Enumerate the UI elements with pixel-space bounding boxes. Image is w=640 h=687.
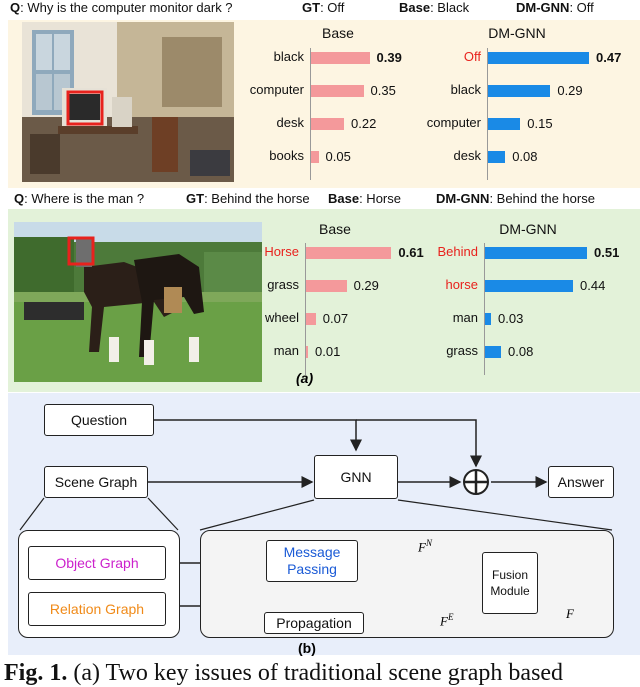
chart-2-title: DM-GNN bbox=[488, 25, 546, 41]
chart-3-value-label: 0.07 bbox=[322, 311, 349, 326]
chart-1-bar bbox=[311, 52, 370, 64]
chart-1-value-label: 0.22 bbox=[351, 116, 377, 131]
chart-2-bar bbox=[488, 118, 521, 130]
chart-3-bar bbox=[306, 280, 347, 292]
chart-3-category-label: Horse bbox=[264, 244, 299, 259]
chart-3-value-label: 0.61 bbox=[398, 245, 424, 260]
chart-3-bar bbox=[306, 346, 308, 358]
fn-label: FN bbox=[418, 538, 432, 555]
chart-3-category-label: grass bbox=[267, 277, 299, 292]
chart-3-title: Base bbox=[319, 221, 351, 237]
chart-3-value-label: 0.29 bbox=[353, 278, 379, 293]
chart-4-title: DM-GNN bbox=[499, 221, 557, 237]
panel-2-question-line: Q: Where is the man ? bbox=[14, 191, 145, 206]
chart-2-category-label: desk bbox=[453, 148, 481, 163]
fusion-module-box: Fusion Module bbox=[482, 552, 538, 614]
fusion-line-2: Module bbox=[490, 584, 530, 598]
chart-4-category-label: grass bbox=[446, 343, 478, 358]
chart-1-bar bbox=[311, 118, 344, 130]
room-photo bbox=[22, 22, 234, 182]
chart-1-category-label: black bbox=[273, 49, 304, 64]
panel-1-question-line: Q: Why is the computer monitor dark ? bbox=[10, 0, 233, 15]
chart-2-axis bbox=[487, 48, 488, 180]
chart-2-bar bbox=[488, 52, 590, 64]
relation-graph-box: Relation Graph bbox=[28, 592, 166, 626]
chart-1-bar bbox=[311, 151, 319, 163]
panel-2-base: Base: Horse bbox=[328, 191, 401, 206]
answer-box: Answer bbox=[548, 466, 614, 498]
chart-2-category-label: Off bbox=[463, 49, 481, 64]
chart-4-category-label: Behind bbox=[437, 244, 478, 259]
chart-3-axis bbox=[305, 243, 306, 375]
chart-4-value-label: 0.44 bbox=[580, 278, 606, 293]
chart-4-bar bbox=[485, 280, 573, 292]
chart-4-category-label: horse bbox=[445, 277, 478, 292]
panel-2-dmgnn: DM-GNN: Behind the horse bbox=[436, 191, 595, 206]
chart-4-bar bbox=[485, 346, 501, 358]
subfig-b-label: (b) bbox=[298, 640, 316, 656]
message-passing-box: Message Passing bbox=[266, 540, 358, 582]
chart-1-value-label: 0.39 bbox=[376, 50, 402, 65]
chart-4-value-label: 0.51 bbox=[594, 245, 620, 260]
chart-3-category-label: man bbox=[273, 343, 299, 358]
chart-1-category-label: computer bbox=[249, 82, 304, 97]
chart-4-axis bbox=[484, 243, 485, 375]
f-label: F bbox=[566, 606, 574, 621]
chart-2-value-label: 0.15 bbox=[527, 116, 553, 131]
panel-1-base: Base: Black bbox=[399, 0, 470, 15]
panel-1-gt: GT: Off bbox=[302, 0, 345, 15]
chart-3-bar bbox=[306, 247, 392, 259]
horses-photo bbox=[14, 222, 262, 382]
chart-1-value-label: 0.05 bbox=[325, 149, 351, 164]
fusion-line-1: Fusion bbox=[491, 568, 529, 582]
object-graph-box: Object Graph bbox=[28, 546, 166, 580]
gnn-detail-container bbox=[200, 530, 614, 638]
chart-3-value-label: 0.01 bbox=[315, 344, 341, 359]
gnn-box: GNN bbox=[314, 455, 398, 499]
chart-4-bar bbox=[485, 247, 587, 259]
chart-1-axis bbox=[310, 48, 311, 180]
figure-caption: Fig. 1. (a) Two key issues of traditiona… bbox=[4, 660, 564, 686]
subfig-a-label: (a) bbox=[296, 370, 314, 386]
chart-2-category-label: computer bbox=[426, 115, 481, 130]
message-passing-line-2: Passing bbox=[287, 561, 337, 577]
chart-2-value-label: 0.08 bbox=[512, 149, 538, 164]
chart-4-bar bbox=[485, 313, 491, 325]
chart-3-category-label: wheel bbox=[265, 310, 299, 325]
chart-2-value-label: 0.29 bbox=[557, 83, 583, 98]
chart-1-title: Base bbox=[322, 25, 354, 41]
chart-2-bar bbox=[488, 151, 506, 163]
chart-2-category-label: black bbox=[450, 82, 481, 97]
chart-4-category-label: man bbox=[452, 310, 478, 325]
chart-1-category-label: books bbox=[269, 148, 304, 163]
fe-label: FE bbox=[440, 612, 454, 629]
scene-graph-box: Scene Graph bbox=[44, 466, 148, 498]
chart-3-bar bbox=[306, 313, 316, 325]
chart-4-value-label: 0.08 bbox=[508, 344, 534, 359]
chart-2-bar bbox=[488, 85, 551, 97]
panel-1-dmgnn: DM-GNN: Off bbox=[516, 0, 594, 15]
message-passing-line-1: Message bbox=[283, 544, 341, 560]
chart-4-value-label: 0.03 bbox=[498, 311, 524, 326]
chart-2-value-label: 0.47 bbox=[596, 50, 622, 65]
panel-2-gt: GT: Behind the horse bbox=[186, 191, 310, 206]
chart-1-value-label: 0.35 bbox=[370, 83, 396, 98]
question-box: Question bbox=[44, 404, 154, 436]
chart-1-category-label: desk bbox=[276, 115, 304, 130]
chart-1-bar bbox=[311, 85, 364, 97]
propagation-box: Propagation bbox=[264, 612, 364, 634]
